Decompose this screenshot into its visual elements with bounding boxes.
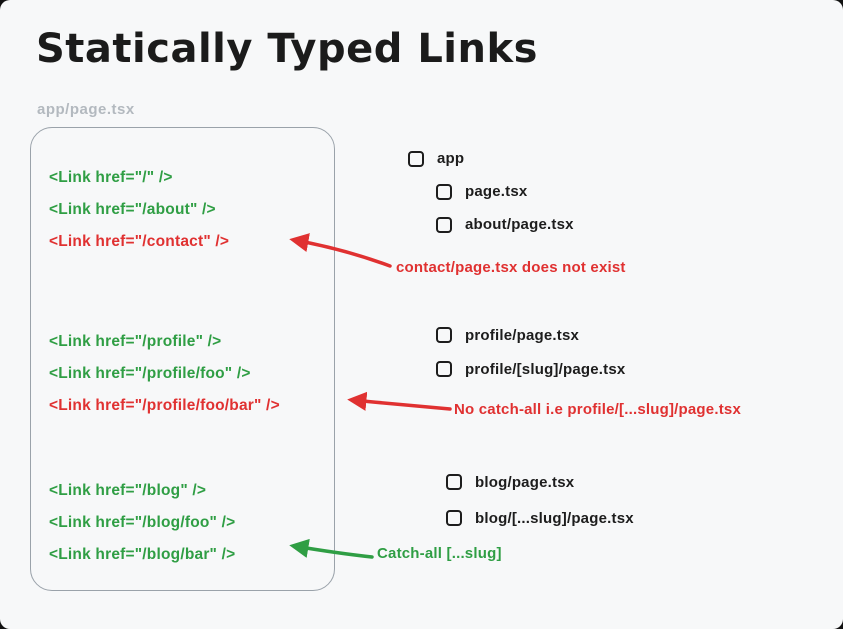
code-group-root-links: <Link href="/" /> <Link href="/about" />… [49,162,330,258]
file-tree-group-blog: blog/page.tsx blog/[...slug]/page.tsx [446,464,634,536]
code-line: <Link href="/profile" /> [49,333,222,350]
code-line: <Link href="/blog" /> [49,482,207,499]
tree-item-label: app [437,150,465,167]
code-group-profile-links: <Link href="/profile" /> <Link href="/pr… [49,326,330,422]
tree-item-label: blog/[...slug]/page.tsx [475,509,634,527]
tree-item-page: page.tsx [436,175,574,208]
annotation-catch-all: Catch-all [...slug] [377,545,502,562]
checkbox-icon [408,150,424,167]
tree-item-label: about/page.tsx [465,216,574,233]
code-group-blog-links: <Link href="/blog" /> <Link href="/blog/… [49,475,330,571]
code-box: <Link href="/" /> <Link href="/about" />… [30,127,335,591]
checkbox-icon [436,327,452,343]
checkbox-icon [436,361,452,377]
file-tree-group-profile: profile/page.tsx profile/[slug]/page.tsx [436,318,625,386]
tree-item-label: blog/page.tsx [475,473,575,491]
code-line: <Link href="/profile/foo/bar" /> [49,397,280,414]
tree-item-label: page.tsx [465,183,528,200]
arrow-no-catch-all [347,391,452,411]
tree-item-profile-page: profile/page.tsx [436,318,625,352]
tree-item-blog-page: blog/page.tsx [446,464,634,500]
checkbox-icon [436,216,452,233]
page-title: Statically Typed Links [36,26,538,72]
code-line: <Link href="/profile/foo" /> [49,365,251,382]
file-label: app/page.tsx [37,101,135,118]
checkbox-icon [436,183,452,200]
tree-item-label: profile/[slug]/page.tsx [465,360,626,378]
tree-item-about-page: about/page.tsx [436,208,574,241]
checkbox-icon [446,474,462,490]
tree-item-blog-catchall-page: blog/[...slug]/page.tsx [446,500,634,536]
tree-item-app: app [408,142,574,175]
tree-item-profile-slug-page: profile/[slug]/page.tsx [436,352,625,386]
checkbox-icon [446,510,462,526]
file-tree-group-app: app page.tsx about/page.tsx [408,142,574,241]
tree-item-label: profile/page.tsx [465,326,580,344]
code-line: <Link href="/blog/bar" /> [49,546,236,563]
annotation-contact-missing: contact/page.tsx does not exist [396,259,626,276]
annotation-no-catch-all: No catch-all i.e profile/[...slug]/page.… [454,401,741,418]
code-line: <Link href="/" /> [49,169,173,186]
code-line: <Link href="/contact" /> [49,233,230,250]
code-line: <Link href="/about" /> [49,201,216,218]
code-line: <Link href="/blog/foo" /> [49,514,236,531]
